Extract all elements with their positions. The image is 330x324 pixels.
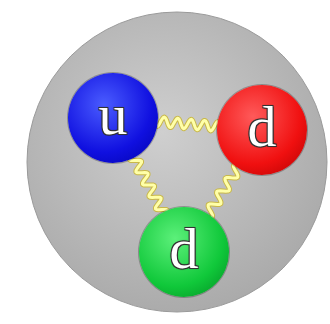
quark-circle: u xyxy=(68,73,158,163)
gluon-line xyxy=(129,154,167,216)
quark-label: d xyxy=(248,98,277,156)
quark-label: u xyxy=(99,86,128,144)
quark-circle: d xyxy=(139,207,229,297)
gluon-line xyxy=(154,117,221,131)
quark-circle: d xyxy=(217,85,307,175)
gluon-line xyxy=(206,164,240,217)
quark-label: d xyxy=(170,220,199,278)
neutron-outline xyxy=(27,12,327,312)
